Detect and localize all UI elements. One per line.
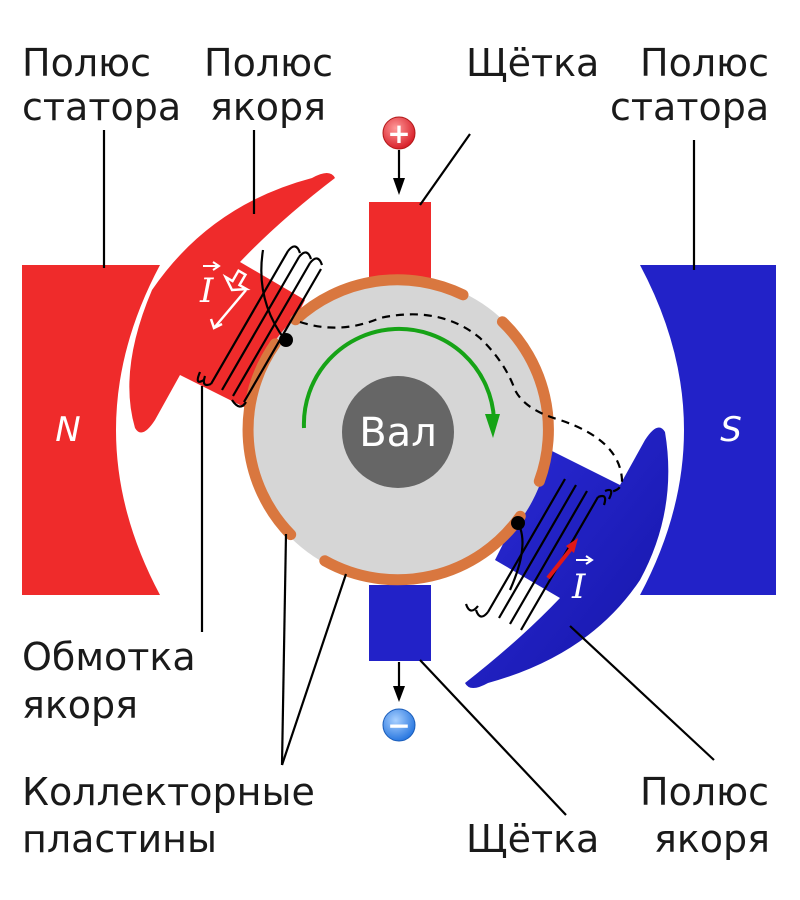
current-symbol-blue-pole: I <box>571 567 586 607</box>
label-armature-winding-2: якоря <box>22 683 138 727</box>
winding-connection-dashed <box>299 313 624 494</box>
label-stator-pole-left-2: статора <box>22 85 181 129</box>
label-brush-top: Щётка <box>466 41 599 85</box>
current-vector-mark-red <box>203 261 221 271</box>
label-armature-pole-top-1: Полюс <box>204 41 333 85</box>
armature-pole-red <box>129 173 335 433</box>
positive-terminal-icon <box>382 116 416 150</box>
current-vector-mark-blue <box>576 555 594 565</box>
leader-brush-bottom <box>419 659 567 816</box>
negative-terminal-sign: − <box>387 709 410 742</box>
leader-commutator-2 <box>280 573 348 766</box>
negative-terminal-icon <box>382 708 416 742</box>
commutator-plates <box>242 274 554 586</box>
armature-pole-blue <box>465 427 669 688</box>
leader-armature-bottom <box>569 625 715 761</box>
label-stator-pole-left-1: Полюс <box>22 41 151 85</box>
label-commutator-plates-1: Коллекторные <box>22 770 315 814</box>
commutator-contact-bottom <box>511 516 525 530</box>
label-commutator-plates-2: пластины <box>22 817 217 861</box>
leader-brush-top <box>419 133 471 206</box>
brush-top <box>369 202 431 280</box>
north-pole-letter: N <box>55 410 80 450</box>
stator-pole-north <box>22 265 160 595</box>
stator-pole-south <box>640 265 776 595</box>
rotation-arrow <box>301 326 500 438</box>
current-arrow-blue-pole <box>546 538 578 580</box>
label-armature-pole-bottom-2: якоря <box>654 817 770 861</box>
label-brush-bottom: Щётка <box>466 817 599 861</box>
label-armature-pole-bottom-1: Полюс <box>640 770 769 814</box>
current-arrow-red-pole <box>209 268 251 330</box>
negative-terminal-arrow <box>393 662 405 702</box>
south-pole-letter: S <box>720 410 742 450</box>
positive-terminal-sign: + <box>387 117 410 150</box>
current-symbol-red-pole: I <box>199 271 214 311</box>
label-stator-pole-right-1: Полюс <box>640 41 769 85</box>
shaft-label: Вал <box>359 410 437 456</box>
leader-commutator-1 <box>280 533 288 766</box>
shaft <box>342 376 454 488</box>
label-armature-winding-1: Обмотка <box>22 635 196 679</box>
label-armature-pole-top-2: якоря <box>210 85 326 129</box>
brush-bottom <box>369 585 431 661</box>
label-stator-pole-right-2: статора <box>610 85 769 129</box>
positive-terminal-arrow <box>393 150 405 195</box>
commutator-contact-top <box>279 333 293 347</box>
